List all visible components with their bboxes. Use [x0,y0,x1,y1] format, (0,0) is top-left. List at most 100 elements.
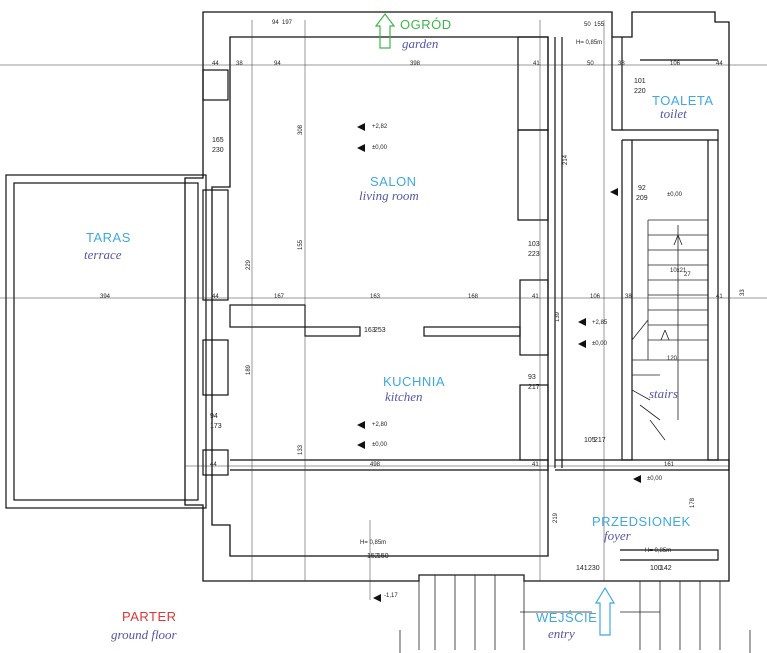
dim-mid-167: 167 [274,294,285,300]
dim-f-100: 100 [650,565,662,572]
dim-door-217: 217 [528,384,540,391]
kitchen-label-pl: KUCHNIA [383,374,446,389]
dim-top-197: 197 [282,20,293,26]
dim-mid-163: 163 [370,294,381,300]
stair-arrow [660,234,683,341]
stairs-label-en: stairs [649,386,678,401]
living-label-pl: SALON [370,174,417,189]
dim-v-214: 214 [563,154,569,165]
dim-h-label-top: H= 0,85m [576,40,603,46]
entry-arrow [594,586,616,636]
dim-win-150: 150 [377,553,389,560]
entry-label-en: entry [548,626,575,641]
dim-mid-44: 44 [212,294,219,300]
dim-h-label-foyer: H= 0,85m [645,548,672,554]
dim-f-230: 230 [588,565,600,572]
dim-door-103: 103 [528,241,540,248]
level-hall-floor: ±0,00 [592,341,607,347]
dim-r1-44a: 44 [212,61,219,67]
dim-top-155: 155 [594,22,605,28]
dim-r1-44b: 44 [716,61,723,67]
dim-r1-398: 398 [410,61,421,67]
dim-top-94: 94 [272,20,279,26]
living-label-en: living room [359,188,419,203]
dim-v-229: 229 [246,259,252,270]
dim-st-105: 105 [584,437,596,444]
garden-arrow [374,13,396,49]
dim-h-label-kitchen: H= 0,85m [360,540,387,546]
dimension-lines [0,20,767,600]
dim-v-189: 189 [246,364,252,375]
dim-win-152: 152 [367,553,379,560]
terrace-outline [5,174,207,509]
dim-open-163: 163 [364,327,376,334]
dim-mid-394: 394 [100,294,111,300]
dim-door-93: 93 [528,374,536,381]
dim-v-133: 133 [298,444,304,455]
dim-v-155: 155 [298,239,304,250]
foyer-label-en: foyer [604,528,631,543]
toilet-label-en: toilet [660,106,687,121]
entry-label-pl: WEJŚCIE [536,610,598,625]
dim-f-141: 141 [576,565,588,572]
dim-r1-50: 50 [587,61,594,67]
dim-mid-38: 38 [625,294,632,300]
dim-door-223: 223 [528,251,540,258]
dim-v-139: 139 [555,311,561,322]
garden-label-en: garden [402,36,439,51]
level-living-top: +2,82 [372,124,388,130]
dim-mid-106: 106 [590,294,601,300]
entry-steps [399,574,751,653]
dim-door-220: 220 [634,88,646,95]
dim-mid-41: 41 [532,294,539,300]
dim-stairs-27: 27 [684,272,691,278]
dim-r1-38b: 38 [618,61,625,67]
dim-r1-106: 106 [670,61,681,67]
terrace-label-pl: TARAS [86,230,131,245]
dim-f-142: 142 [660,565,672,572]
dim-stairs-120: 120 [667,356,678,362]
interior-walls [202,36,730,561]
level-hall-top: +2,85 [592,320,608,326]
dim-mid-168: 168 [468,294,479,300]
dim-open-253: 253 [374,327,386,334]
dim-stairs-steps: 10x21 [670,268,687,274]
dim-win-230: 230 [212,147,224,154]
dim-r1-38: 38 [236,61,243,67]
dim-v-178: 178 [690,497,696,508]
foyer-label-pl: PRZEDSIONEK [592,514,691,529]
dim-bot-44: 44 [210,462,217,468]
dim-r1-94: 94 [274,61,281,67]
dim-v-308: 308 [298,124,304,135]
toilet-label-pl: TOALETA [652,93,714,108]
floor-title-en: ground floor [111,627,177,642]
dim-bot-161: 161 [664,462,675,468]
dim-v-219: 219 [553,512,559,523]
kitchen-label-en: kitchen [385,389,423,404]
dim-bot-41: 41 [532,462,539,468]
level-markers [357,123,641,602]
dim-st-217: 217 [594,437,606,444]
dim-door-209: 209 [636,195,648,202]
garden-label-pl: OGRÓD [400,17,452,32]
terrace-label-en: terrace [84,247,122,262]
dim-door-92: 92 [638,185,646,192]
dim-r1-41: 41 [533,61,540,67]
dim-v-33: 33 [740,289,746,296]
dim-bot-498: 498 [370,462,381,468]
level-kitchen-floor: ±0,00 [372,442,387,448]
level-living-floor: ±0,00 [372,145,387,151]
dim-mid-41b: 41 [716,294,723,300]
floor-title-pl: PARTER [122,609,177,624]
level-outside: -1,17 [384,593,398,599]
dim-top-50: 50 [584,22,591,28]
dim-win-173: 173 [210,423,222,430]
dim-win-94: 94 [210,413,218,420]
exterior-walls [184,11,730,582]
dim-win-165: 165 [212,137,224,144]
staircase [631,219,708,441]
level-kitchen-top: +2,80 [372,422,388,428]
level-stairs-floor: ±0,00 [667,192,682,198]
level-foyer-floor: ±0,00 [647,476,662,482]
